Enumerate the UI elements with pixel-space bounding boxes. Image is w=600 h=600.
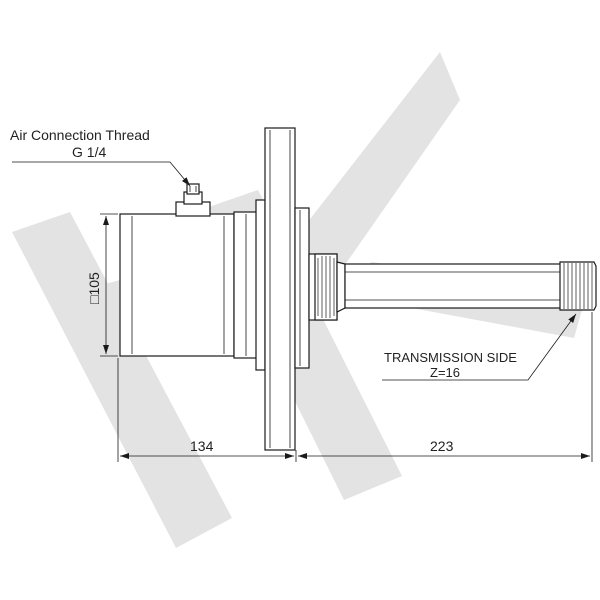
- flange-to-shaft-end-dimension: 223: [430, 438, 454, 454]
- extension-lines: [100, 213, 593, 462]
- mounting-flange: [264, 127, 296, 451]
- transmission-side-label: TRANSMISSION SIDE: [384, 350, 517, 365]
- output-shaft: [336, 261, 563, 313]
- dimension-lines: [103, 216, 590, 459]
- air-cylinder-housing: [119, 199, 266, 371]
- air-connection-label: Air Connection Thread: [10, 127, 150, 143]
- callout-leaders: [12, 161, 577, 381]
- spline-hub: [314, 253, 338, 321]
- housing-square-dimension: □105: [86, 272, 102, 304]
- flange-to-housing-dimension: 134: [190, 438, 214, 454]
- air-connection-fitting: [175, 183, 211, 217]
- transmission-spline: [559, 261, 597, 311]
- air-connection-thread-size: G 1/4: [72, 144, 106, 160]
- spline-tooth-count: Z=16: [430, 365, 460, 380]
